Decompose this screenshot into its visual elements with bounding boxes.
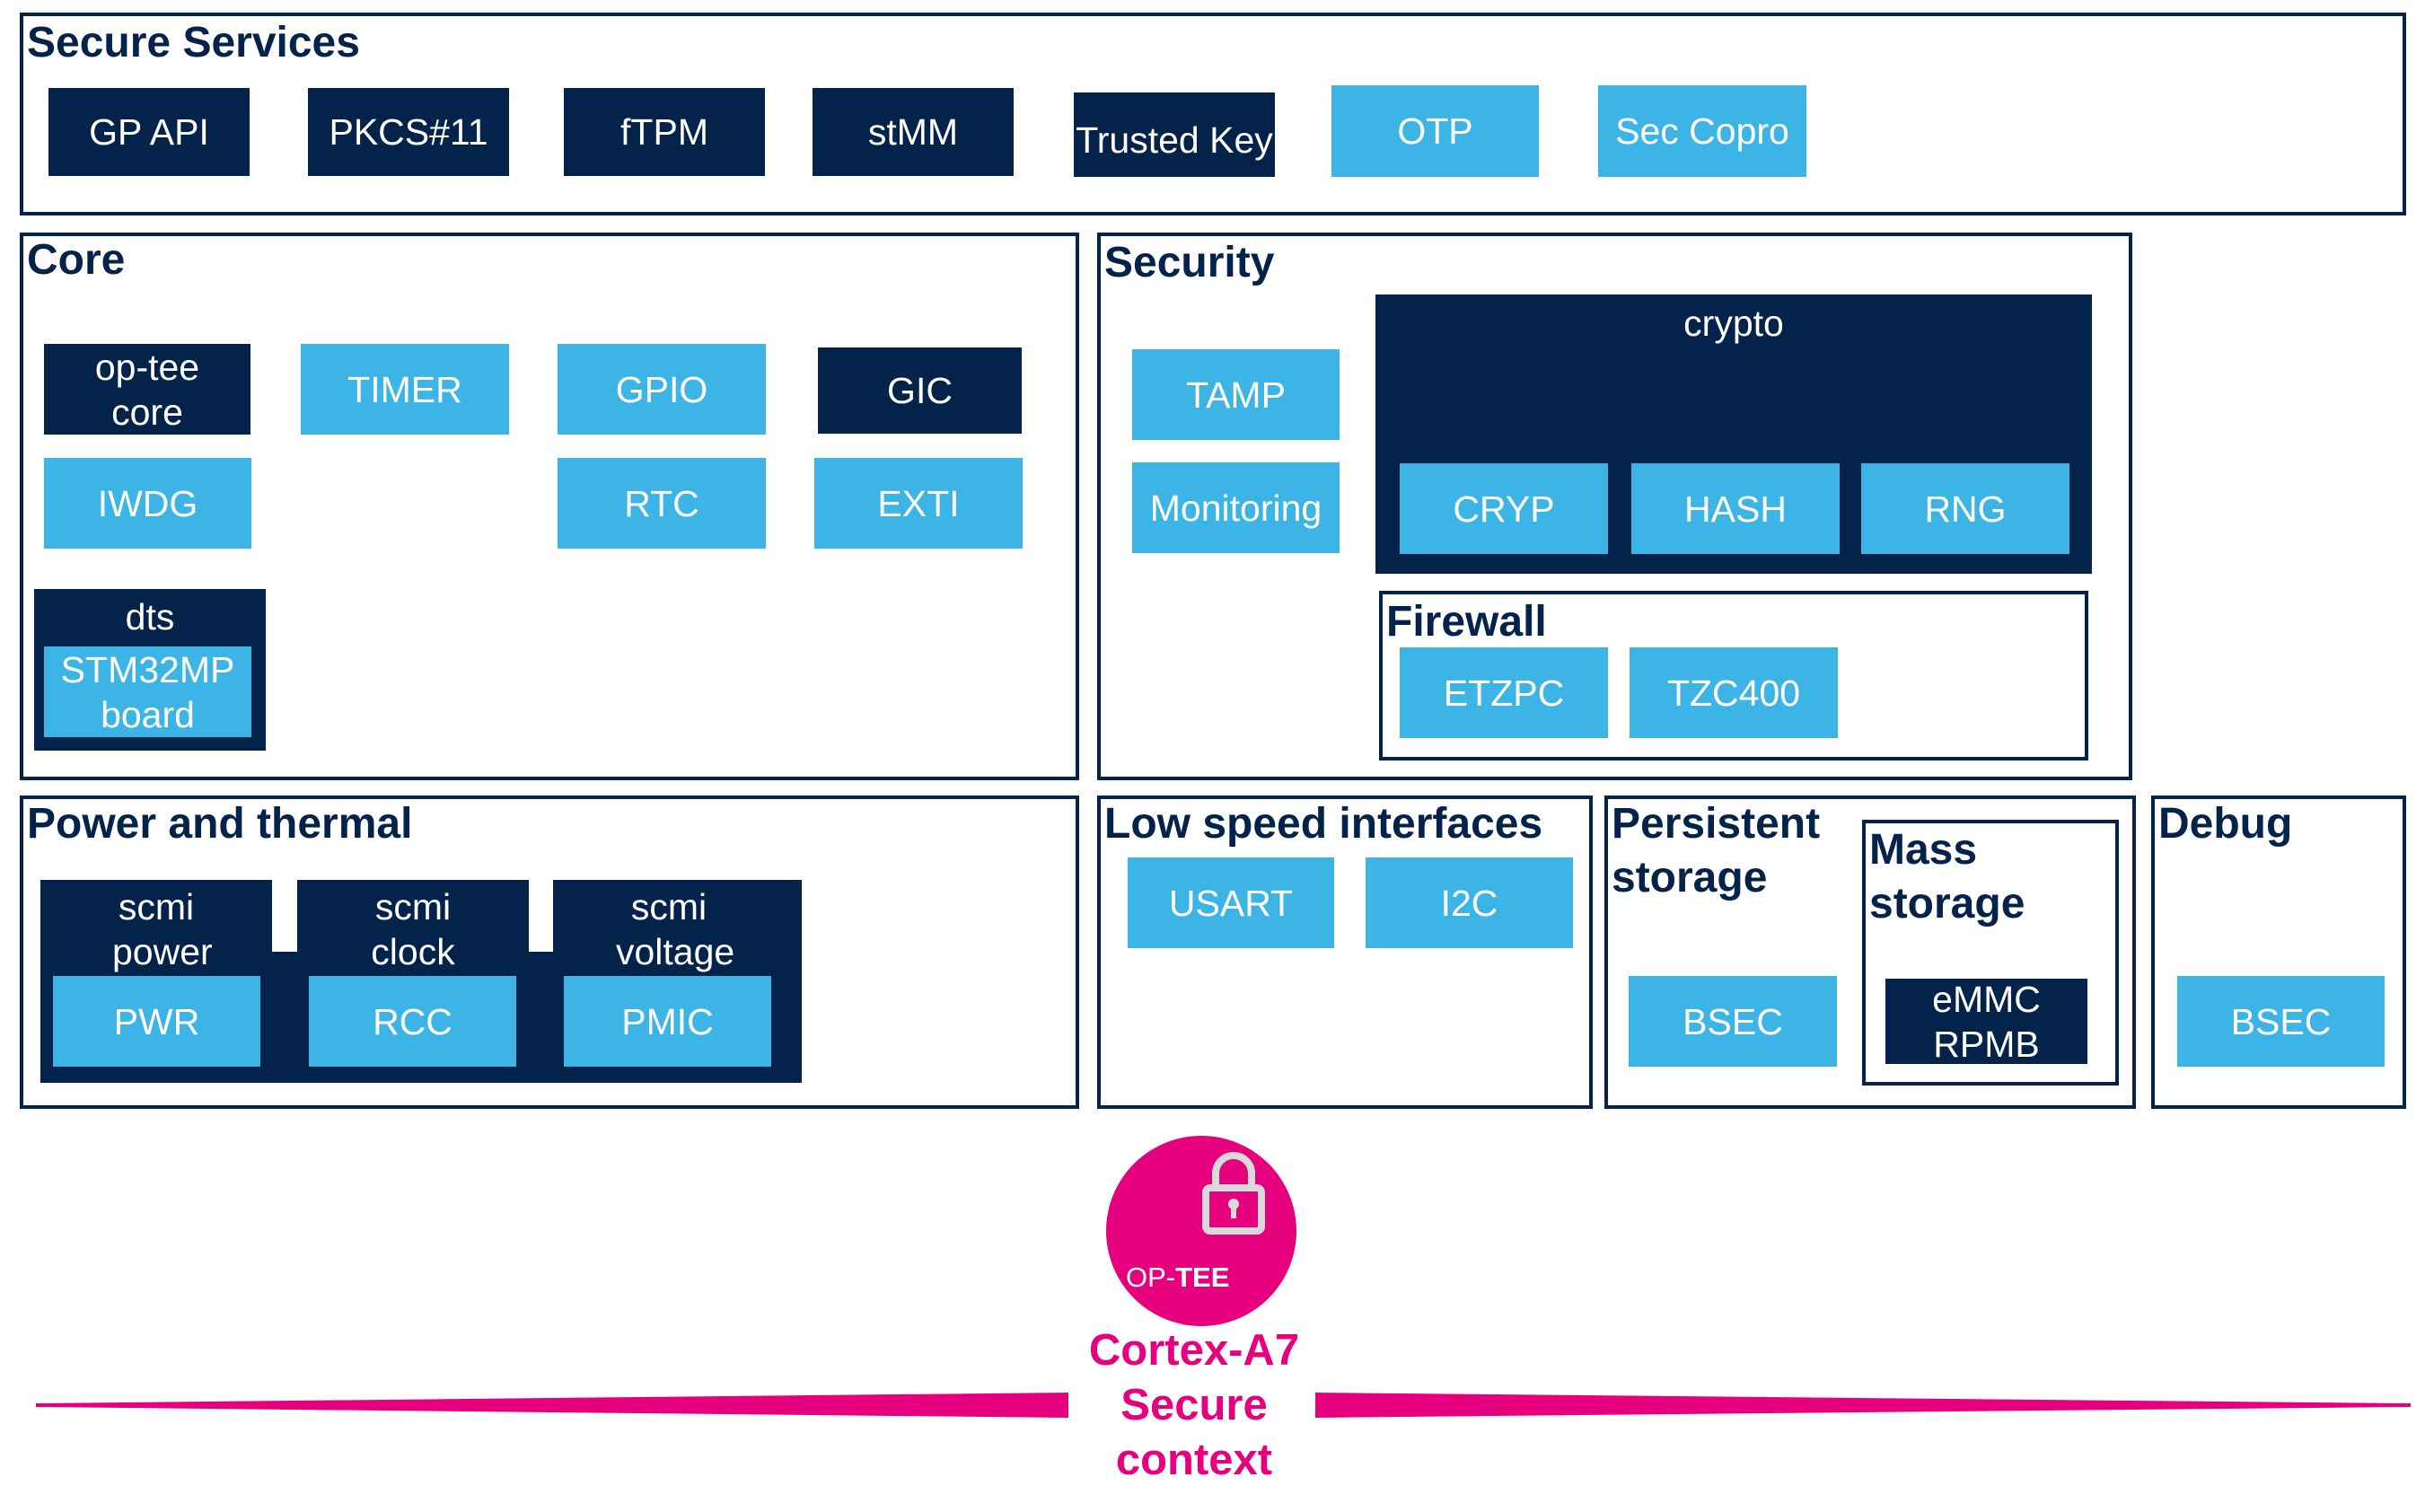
scmi-clock-label: scmi clock: [371, 886, 455, 972]
rng-block: RNG: [1861, 463, 2069, 554]
usart-block: USART: [1128, 857, 1334, 948]
context-line-right: [1315, 1393, 2411, 1418]
gic-block: GIC: [818, 347, 1022, 434]
cryp-block: CRYP: [1400, 463, 1608, 554]
pwr-block: PWR: [53, 976, 260, 1067]
optee-logo-op: OP-: [1126, 1261, 1176, 1293]
low-speed-section: [1097, 796, 1593, 1109]
optee-badge: OP-TEE: [1106, 1136, 1296, 1326]
context-line3: context: [1115, 1436, 1273, 1484]
pkcs11-block: PKCS#11: [308, 88, 509, 176]
otp-block: OTP: [1331, 85, 1539, 177]
i2c-block: I2C: [1366, 857, 1573, 948]
dts-label: dts: [125, 596, 175, 637]
scmi-voltage-label: scmi voltage: [616, 886, 735, 972]
ftpm-block: fTPM: [564, 88, 765, 176]
iwdg-block: IWDG: [44, 458, 251, 549]
gpio-block: GPIO: [558, 344, 766, 435]
optee-core-block: op-tee core: [44, 344, 250, 435]
persistent-bsec-block: BSEC: [1629, 976, 1837, 1067]
low-speed-title: Low speed interfaces: [1104, 800, 1543, 848]
power-thermal-title: Power and thermal: [27, 800, 413, 848]
hash-block: HASH: [1631, 463, 1840, 554]
context-line2: Secure: [1120, 1381, 1268, 1429]
firewall-title: Firewall: [1386, 598, 1547, 646]
context-label: Cortex-A7 Secure context: [1059, 1323, 1329, 1488]
context-line-left: [36, 1393, 1068, 1418]
timer-block: TIMER: [301, 344, 509, 435]
stmm-block: stMM: [813, 88, 1014, 176]
exti-block: EXTI: [814, 458, 1023, 549]
trusted-key-block: Trusted Key: [1074, 92, 1275, 177]
pmic-block: PMIC: [564, 976, 771, 1067]
optee-logo-tee: TEE: [1175, 1261, 1230, 1293]
context-line1: Cortex-A7: [1088, 1326, 1300, 1375]
padlock-icon: [1202, 1152, 1265, 1235]
mass-storage-title: Mass storage: [1869, 826, 2025, 927]
scmi-power-label: scmi power: [112, 886, 213, 972]
crypto-label: crypto: [1683, 303, 1784, 344]
secure-services-title: Secure Services: [27, 19, 360, 66]
emmc-rpmb-block: eMMC RPMB: [1885, 979, 2087, 1065]
stm32mp-board-block: STM32MP board: [44, 646, 251, 737]
etzpc-block: ETZPC: [1400, 647, 1608, 738]
rtc-block: RTC: [558, 458, 766, 549]
gp-api-block: GP API: [48, 88, 250, 176]
rcc-block: RCC: [309, 976, 516, 1067]
security-title: Security: [1104, 239, 1275, 286]
debug-title: Debug: [2158, 800, 2293, 848]
tzc400-block: TZC400: [1630, 647, 1838, 738]
tamp-block: TAMP: [1132, 349, 1340, 440]
optee-logo-text: OP-TEE: [1126, 1261, 1229, 1294]
persistent-storage-title: Persistent storage: [1612, 800, 1821, 901]
core-title: Core: [27, 236, 126, 284]
monitoring-block: Monitoring: [1132, 462, 1340, 553]
debug-bsec-block: BSEC: [2177, 976, 2385, 1067]
sec-copro-block: Sec Copro: [1598, 85, 1806, 177]
